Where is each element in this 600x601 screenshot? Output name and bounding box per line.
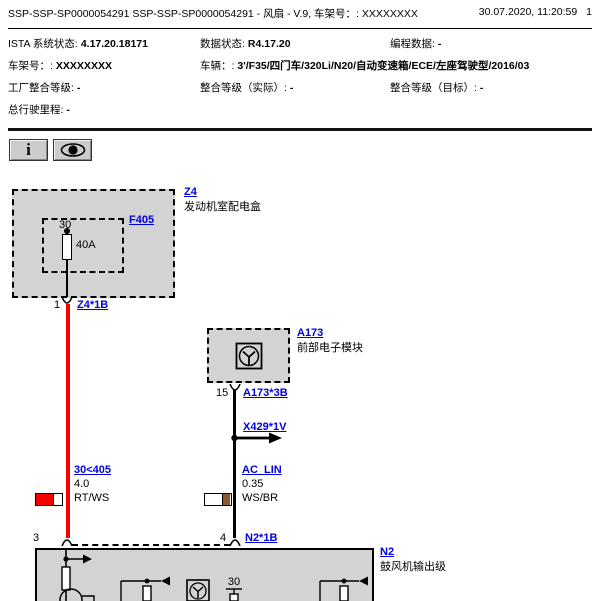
- connector-chevron-icon: [229, 539, 241, 546]
- wire-color-code: WS/BR: [242, 492, 279, 504]
- wire-color-code: RT/WS: [74, 492, 110, 504]
- info-field-ista-status: ISTA 系统状态:4.17.20.18171: [8, 38, 148, 50]
- pin-number: 1: [54, 299, 61, 311]
- wire-color-swatch: [35, 493, 63, 506]
- page-header: SSP-SSP-SP0000054291 SSP-SSP-SP000005429…: [8, 6, 592, 21]
- header-datetime: 30.07.2020, 11:20:59: [478, 6, 578, 18]
- info-field-vehicle: 车辆：:3'/F35/四门车/320Li/N20/自动变速箱/ECE/左座驾驶型…: [200, 60, 530, 72]
- z4-1b-connector-link[interactable]: Z4*1B: [77, 299, 109, 311]
- fuse-wire: [66, 233, 68, 297]
- info-icon: i: [26, 139, 31, 159]
- info-field-data-status: 数据状态:R4.17.20: [200, 38, 291, 50]
- n2-name: 鼓风机输出级: [380, 561, 446, 573]
- info-field-mileage: 总行驶里程:-: [8, 104, 70, 116]
- n2-1b-connector-link[interactable]: N2*1B: [245, 532, 278, 544]
- info-row: 车架号：:XXXXXXXX 车辆：:3'/F35/四门车/320Li/N20/自…: [8, 58, 592, 80]
- info-row: ISTA 系统状态:4.17.20.18171 数据状态:R4.17.20 编程…: [8, 36, 592, 58]
- info-row: 总行驶里程:-: [8, 102, 592, 124]
- wire-cross-section: 0.35: [242, 478, 264, 490]
- info-field-level-target: 整合等级（目标）:-: [390, 82, 484, 94]
- pin-number: 15: [216, 387, 229, 399]
- visibility-button[interactable]: [53, 139, 92, 161]
- signal-link[interactable]: AC_LIN: [242, 464, 282, 476]
- connector-arrow-icon: [231, 432, 282, 444]
- z4-link[interactable]: Z4: [184, 186, 197, 198]
- module-symbol-icon: [235, 342, 263, 370]
- swatch-secondary: [222, 494, 230, 505]
- info-field-level-actual: 整合等级（实际）:-: [200, 82, 294, 94]
- wire-color-swatch: [204, 493, 232, 506]
- divider-thick: [8, 128, 592, 131]
- swatch-primary: [205, 494, 222, 505]
- info-field-vin: 车架号：:XXXXXXXX: [8, 60, 112, 72]
- info-field-factory-level: 工厂整合等级:-: [8, 82, 81, 94]
- f405-fuse-box: [42, 218, 124, 273]
- x429-connector-link[interactable]: X429*1V: [243, 421, 287, 433]
- junction-dot: [64, 228, 70, 234]
- swatch-secondary: [53, 494, 61, 505]
- page-number: 1: [586, 6, 592, 18]
- f405-link[interactable]: F405: [129, 214, 155, 226]
- connector-chevron-icon: [61, 297, 73, 304]
- info-button[interactable]: i: [9, 139, 48, 161]
- info-field-programming-data: 编程数据:-: [390, 38, 442, 50]
- wire-red: [66, 304, 70, 538]
- a173-name: 前部电子模块: [297, 342, 363, 354]
- n2-link[interactable]: N2: [380, 546, 395, 558]
- eye-icon: [60, 143, 85, 157]
- connector-strip: [72, 544, 230, 546]
- pin-number: 4: [220, 532, 227, 544]
- wire-black: [233, 390, 236, 538]
- document-title: SSP-SSP-SP0000054291 SSP-SSP-SP000005429…: [8, 8, 418, 20]
- signal-link[interactable]: 30<405: [74, 464, 112, 476]
- pin-number: 3: [33, 532, 40, 544]
- swatch-primary: [36, 494, 53, 505]
- n2-internal-circuit: 30: [59, 550, 368, 601]
- divider-thin: [8, 28, 592, 29]
- connector-chevron-icon: [61, 539, 73, 546]
- z4-box: [12, 189, 175, 298]
- info-row: 工厂整合等级:- 整合等级（实际）:- 整合等级（目标）:-: [8, 80, 592, 102]
- a173-3b-connector-link[interactable]: A173*3B: [243, 387, 288, 399]
- wire-cross-section: 4.0: [74, 478, 90, 490]
- z4-name: 发动机室配电盒: [184, 201, 261, 213]
- fuse-symbol: [62, 234, 72, 260]
- n2-terminal-30: 30: [228, 576, 240, 588]
- n2-box: [35, 548, 374, 601]
- header-meta: 30.07.2020, 11:20:59 1: [473, 6, 592, 21]
- fuse-rating: 40A: [76, 239, 96, 251]
- a173-link[interactable]: A173: [297, 327, 324, 339]
- vehicle-info-table: ISTA 系统状态:4.17.20.18171 数据状态:R4.17.20 编程…: [8, 36, 592, 124]
